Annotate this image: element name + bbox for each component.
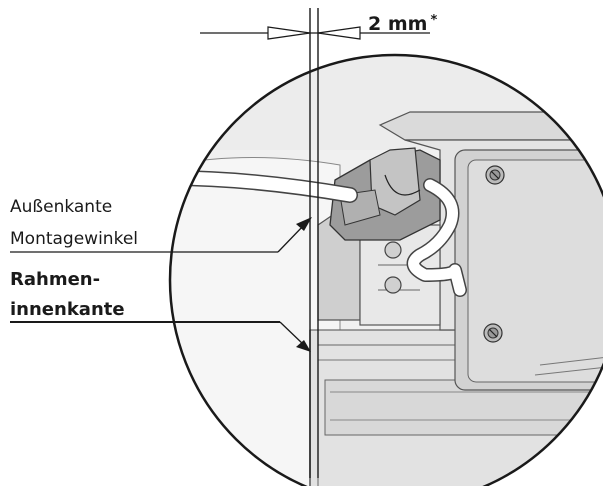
screw-bottom (483, 323, 503, 343)
outer-edge-label-line1: Außenkante (10, 197, 113, 217)
outer-edge-label-line2: Montagewinkel (10, 229, 138, 249)
clip-component (329, 147, 441, 241)
dimension-indicator (200, 26, 430, 40)
inner-edge-label-line1: Rahmen- (10, 269, 101, 290)
cable-right (406, 178, 467, 297)
dimension-value: 2 mm (368, 13, 428, 35)
dimension-footnote-mark: * (430, 13, 438, 28)
leader-inner-edge (10, 321, 311, 352)
magnified-detail-circle (168, 53, 603, 486)
dimension-label: 2 mm* (368, 13, 438, 35)
screw-top (485, 165, 505, 185)
reference-lines (309, 8, 319, 478)
leader-outer-edge (10, 217, 312, 253)
inner-edge-label-line2: innenkante (10, 299, 125, 320)
